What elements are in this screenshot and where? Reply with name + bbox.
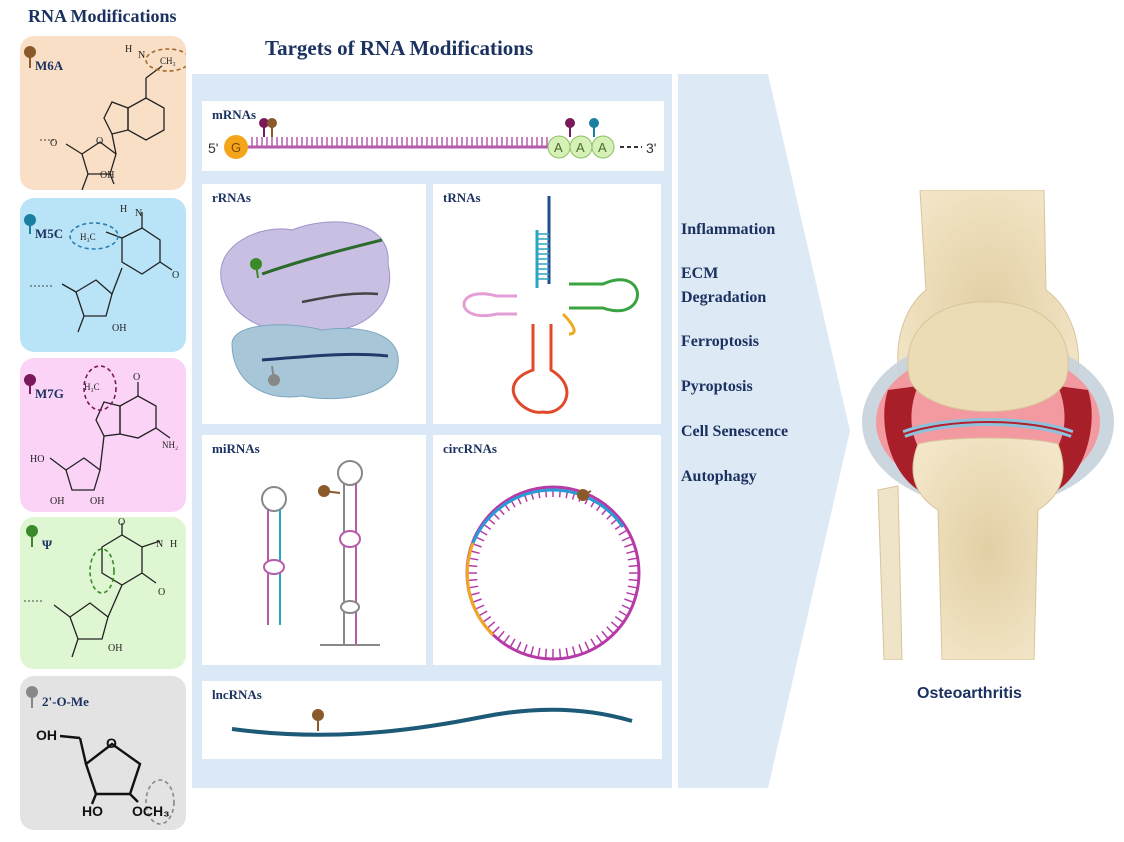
outcome-cell-senescence: Cell Senescence bbox=[681, 423, 789, 440]
m7g-structure: H₃C O NH₂ HO OH OH bbox=[24, 365, 178, 507]
svg-text:O: O bbox=[118, 517, 125, 528]
lncrna-box: lncRNAs bbox=[202, 681, 662, 759]
ome-structure: OH O HO OCH₃ bbox=[26, 686, 175, 825]
left-title: RNA Modifications bbox=[28, 6, 177, 26]
ome-label: 2'-O-Me bbox=[42, 694, 89, 709]
outcome-ferroptosis: Ferroptosis bbox=[681, 333, 759, 350]
psi-label: Ψ bbox=[42, 537, 53, 552]
m5c-label: M5C bbox=[35, 226, 64, 241]
svg-text:CH₃: CH₃ bbox=[160, 56, 176, 66]
mirna-box: miRNAs bbox=[202, 435, 426, 665]
ome-card: OH O HO OCH₃ 2'-O-Me bbox=[20, 676, 186, 830]
trna-illustration bbox=[462, 196, 639, 414]
m7g-card: H₃C O NH₂ HO OH OH M7G bbox=[20, 358, 186, 512]
mrna-box: mRNAs 5' G A A A 3' bbox=[202, 101, 664, 171]
svg-text:N: N bbox=[156, 539, 163, 550]
mirna-label: miRNAs bbox=[212, 441, 260, 456]
svg-text:H₃C: H₃C bbox=[84, 382, 100, 392]
mrna-illustration: 5' G A A A 3' bbox=[208, 118, 656, 159]
disease-label: Osteoarthritis bbox=[917, 685, 1022, 702]
svg-text:A: A bbox=[598, 140, 607, 155]
m6a-card: H N CH₃ O O OH M6A bbox=[20, 36, 186, 190]
svg-text:O: O bbox=[172, 270, 179, 281]
lncrna-label: lncRNAs bbox=[212, 687, 262, 702]
svg-text:OH: OH bbox=[36, 727, 57, 743]
rrna-box: rRNAs bbox=[202, 184, 426, 424]
trna-label: tRNAs bbox=[443, 190, 481, 205]
svg-text:O: O bbox=[106, 735, 117, 751]
circrna-box: circRNAs bbox=[433, 435, 661, 665]
svg-text:OH: OH bbox=[50, 496, 64, 507]
svg-text:HO: HO bbox=[82, 803, 103, 819]
m6a-label: M6A bbox=[35, 58, 64, 73]
mirna-illustration bbox=[261, 460, 380, 646]
svg-text:H: H bbox=[120, 204, 127, 215]
svg-text:OH: OH bbox=[100, 170, 114, 181]
svg-text:G: G bbox=[231, 140, 241, 155]
svg-text:H₃C: H₃C bbox=[80, 232, 96, 242]
svg-text:OH: OH bbox=[108, 643, 122, 654]
svg-text:N: N bbox=[135, 208, 142, 219]
svg-text:N: N bbox=[138, 50, 145, 61]
psi-structure: O N H O OH bbox=[24, 517, 177, 658]
svg-text:5': 5' bbox=[208, 140, 218, 156]
svg-text:O: O bbox=[96, 136, 103, 147]
outcome-inflammation: Inflammation bbox=[681, 221, 776, 238]
psi-card: O N H O OH Ψ bbox=[20, 517, 186, 669]
outcome-autophagy: Autophagy bbox=[681, 468, 757, 485]
mrna-label: mRNAs bbox=[212, 107, 257, 122]
svg-text:A: A bbox=[576, 140, 585, 155]
circrna-illustration bbox=[465, 485, 641, 661]
circrna-label: circRNAs bbox=[443, 441, 497, 456]
svg-text:OCH₃: OCH₃ bbox=[132, 803, 170, 819]
rrna-label: rRNAs bbox=[212, 190, 251, 205]
m6a-structure: H N CH₃ O O OH bbox=[24, 44, 186, 190]
trna-box: tRNAs bbox=[433, 184, 661, 424]
outcome-ecm-degradation: ECM Degradation bbox=[681, 265, 767, 306]
svg-text:H: H bbox=[170, 539, 177, 550]
m5c-card: H N H₃C O OH M5C bbox=[20, 198, 186, 352]
knee-joint-illustration bbox=[862, 190, 1114, 660]
main-title: Targets of RNA Modifications bbox=[265, 36, 534, 60]
outcome-arrow bbox=[678, 74, 850, 788]
m7g-label: M7G bbox=[35, 386, 64, 401]
outcome-pyroptosis: Pyroptosis bbox=[681, 378, 753, 395]
svg-text:3': 3' bbox=[646, 140, 656, 156]
svg-text:NH₂: NH₂ bbox=[162, 440, 178, 450]
ribosome-illustration bbox=[220, 221, 399, 400]
svg-text:O: O bbox=[50, 138, 57, 149]
svg-text:A: A bbox=[554, 140, 563, 155]
svg-text:O: O bbox=[133, 372, 140, 383]
svg-text:OH: OH bbox=[112, 323, 126, 334]
svg-text:HO: HO bbox=[30, 454, 44, 465]
svg-text:O: O bbox=[158, 587, 165, 598]
lncrna-illustration bbox=[231, 707, 633, 737]
svg-text:H: H bbox=[125, 44, 132, 55]
m5c-structure: H N H₃C O OH bbox=[24, 204, 179, 334]
svg-text:OH: OH bbox=[90, 496, 104, 507]
